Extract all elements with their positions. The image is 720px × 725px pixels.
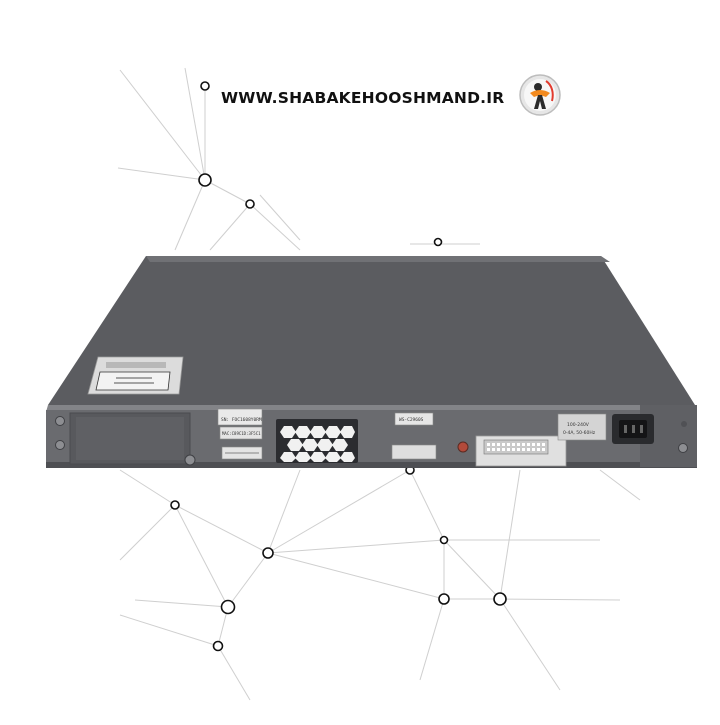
brand-header: WWW.SHABAKEHOOSHMAND.IR	[221, 78, 566, 118]
website-url: WWW.SHABAKEHOOSHMAND.IR	[221, 89, 505, 107]
chassis-top	[48, 256, 695, 405]
ground-screw	[457, 441, 469, 453]
fan-vent	[276, 419, 358, 463]
person-circle-logo-icon	[519, 74, 561, 116]
model-label-text: WS-C2960S	[399, 417, 424, 423]
mac-label	[219, 426, 263, 440]
network-lines	[117, 67, 641, 701]
power-rating-text-1: 100-240V	[567, 422, 590, 428]
power-rating-label	[557, 413, 607, 441]
model-label	[394, 412, 434, 426]
serial-label	[217, 408, 263, 426]
network-nodes	[170, 81, 507, 652]
power-rating-text-2: 0-4A, 50-60Hz	[563, 430, 596, 436]
network-switch: SN: FOC1608Y0RM MAC:C89C1D:3F5C1	[46, 256, 697, 468]
warning-label	[87, 356, 184, 395]
mac-label-text: MAC:C89C1D:3F5C1	[222, 431, 261, 436]
serial-label-text: SN: FOC1608Y0RM	[221, 417, 262, 423]
